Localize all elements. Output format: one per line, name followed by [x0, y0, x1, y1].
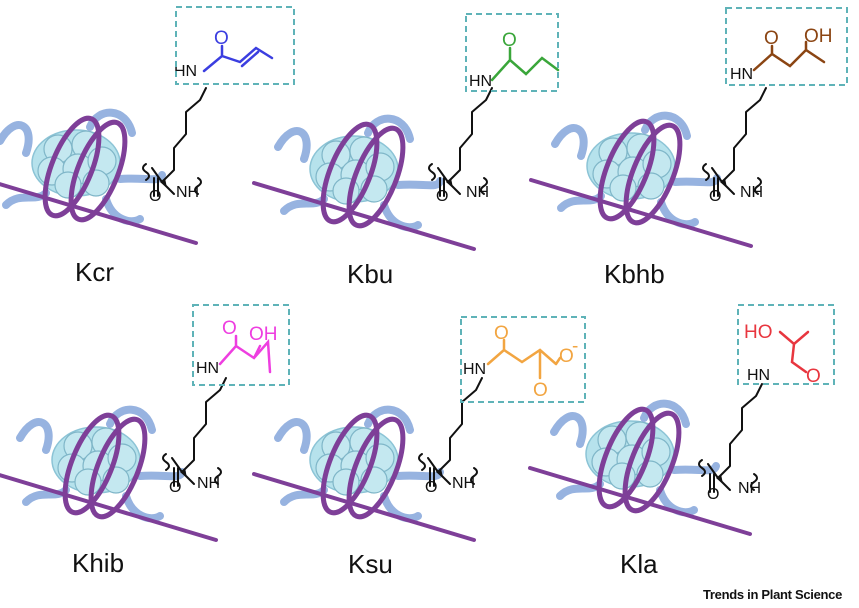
- mod-o-label: O: [214, 28, 229, 49]
- panel-ksu: NH O HN O O O - Ksu: [254, 316, 586, 579]
- nh-label: NH: [176, 184, 199, 201]
- nh-label: NH: [738, 480, 761, 497]
- nucleosome-icon: [530, 402, 750, 534]
- backbone-o-label: O: [169, 479, 181, 496]
- mod-o-label: O: [806, 366, 821, 387]
- journal-footer: Trends in Plant Science: [703, 587, 842, 602]
- panel-label-kbu: Kbu: [347, 259, 393, 289]
- modification-box: [725, 7, 848, 86]
- panel-kbu: NH O HN O Kbu: [254, 13, 560, 289]
- hn-label: HN: [730, 66, 753, 83]
- modification-box: [465, 13, 559, 92]
- hn-label: HN: [469, 73, 492, 90]
- modification-box: [175, 6, 295, 85]
- backbone-o-label: O: [436, 188, 448, 205]
- backbone-o-label: O: [425, 479, 437, 496]
- nh-label: NH: [466, 184, 489, 201]
- mod-charge-label: -: [572, 336, 578, 357]
- mod-o-label: O: [764, 28, 779, 49]
- mod-oh-label: OH: [249, 324, 278, 345]
- panel-kcr: NH O HN O Kcr: [0, 6, 295, 287]
- hn-label: HN: [174, 63, 197, 80]
- lysine-backbone: [698, 383, 763, 493]
- hn-label: HN: [747, 367, 770, 384]
- panel-label-khib: Khib: [72, 548, 124, 578]
- panel-label-kbhb: Kbhb: [604, 259, 665, 289]
- lysine-backbone: [162, 377, 227, 487]
- mod-o-label: O: [502, 30, 517, 51]
- backbone-o-label: O: [149, 188, 161, 205]
- nh-label: NH: [452, 475, 475, 492]
- mod-o-label-2: O: [533, 380, 548, 401]
- hn-label: HN: [196, 360, 219, 377]
- panel-label-kla: Kla: [620, 549, 658, 579]
- mod-ho-label: HO: [744, 322, 773, 343]
- lysine-backbone: [418, 377, 483, 487]
- nh-label: NH: [740, 184, 763, 201]
- mod-o-label: O: [494, 323, 509, 344]
- panel-label-kcr: Kcr: [75, 257, 114, 287]
- panel-kbhb: NH O HN O OH Kbhb: [531, 7, 848, 289]
- backbone-o-label: O: [709, 188, 721, 205]
- panel-label-ksu: Ksu: [348, 549, 393, 579]
- modification-box: [460, 316, 586, 403]
- mod-oh-label: OH: [804, 26, 833, 47]
- panel-kla: NH O HN HO O Kla: [530, 304, 835, 579]
- mod-o-label-3: O: [559, 346, 574, 367]
- backbone-o-label: O: [707, 486, 719, 503]
- nh-label: NH: [197, 475, 220, 492]
- hn-label: HN: [463, 361, 486, 378]
- modification-box: [192, 304, 290, 386]
- modification-box: [737, 304, 835, 385]
- panel-khib: NH O HN O OH Khib: [0, 304, 290, 578]
- mod-o-label: O: [222, 318, 237, 339]
